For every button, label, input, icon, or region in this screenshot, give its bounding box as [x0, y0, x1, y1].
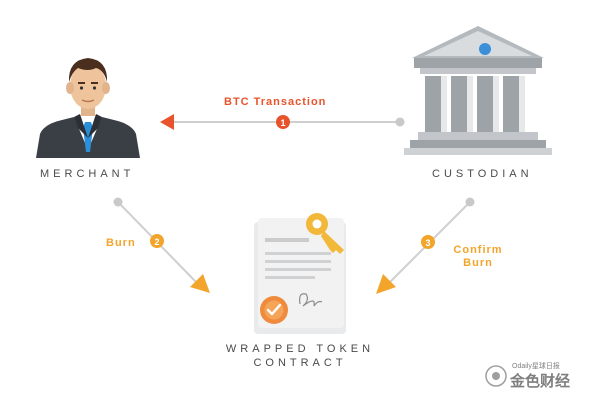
- seal-icon: [260, 296, 288, 324]
- key-icon: [306, 213, 344, 254]
- flow-confirm-burn: [376, 197, 475, 294]
- step-number-1: 1: [280, 118, 285, 128]
- bank-icon: [404, 26, 552, 155]
- watermark-small-text: Odaily星球日报: [512, 363, 560, 370]
- contract-label-line2: CONTRACT: [253, 357, 347, 369]
- flow-btc-transaction: [160, 114, 405, 130]
- step-number-3: 3: [425, 238, 430, 248]
- contract-icon: [254, 218, 346, 334]
- merchant-label: MERCHANT: [40, 168, 135, 180]
- watermark-logo-icon: [485, 365, 507, 387]
- btc-transaction-label: BTC Transaction: [224, 96, 327, 108]
- confirm-burn-label-line2: Burn: [463, 257, 493, 269]
- step-badge-3: [421, 235, 435, 249]
- confirm-burn-label-line1: Confirm: [453, 244, 503, 256]
- step-badge-2: [150, 234, 164, 248]
- step-badge-1: [276, 115, 290, 129]
- flow-burn: [113, 197, 210, 293]
- contract-label: WRAPPED TOKEN CONTRACT: [200, 342, 400, 370]
- watermark-text: 金色财经: [510, 373, 571, 390]
- merchant-icon: [36, 58, 140, 158]
- step-number-2: 2: [154, 237, 159, 247]
- custodian-label: CUSTODIAN: [432, 168, 533, 180]
- contract-label-line1: WRAPPED TOKEN: [225, 343, 375, 355]
- confirm-burn-label: Confirm Burn: [448, 244, 508, 270]
- burn-label: Burn: [106, 237, 136, 249]
